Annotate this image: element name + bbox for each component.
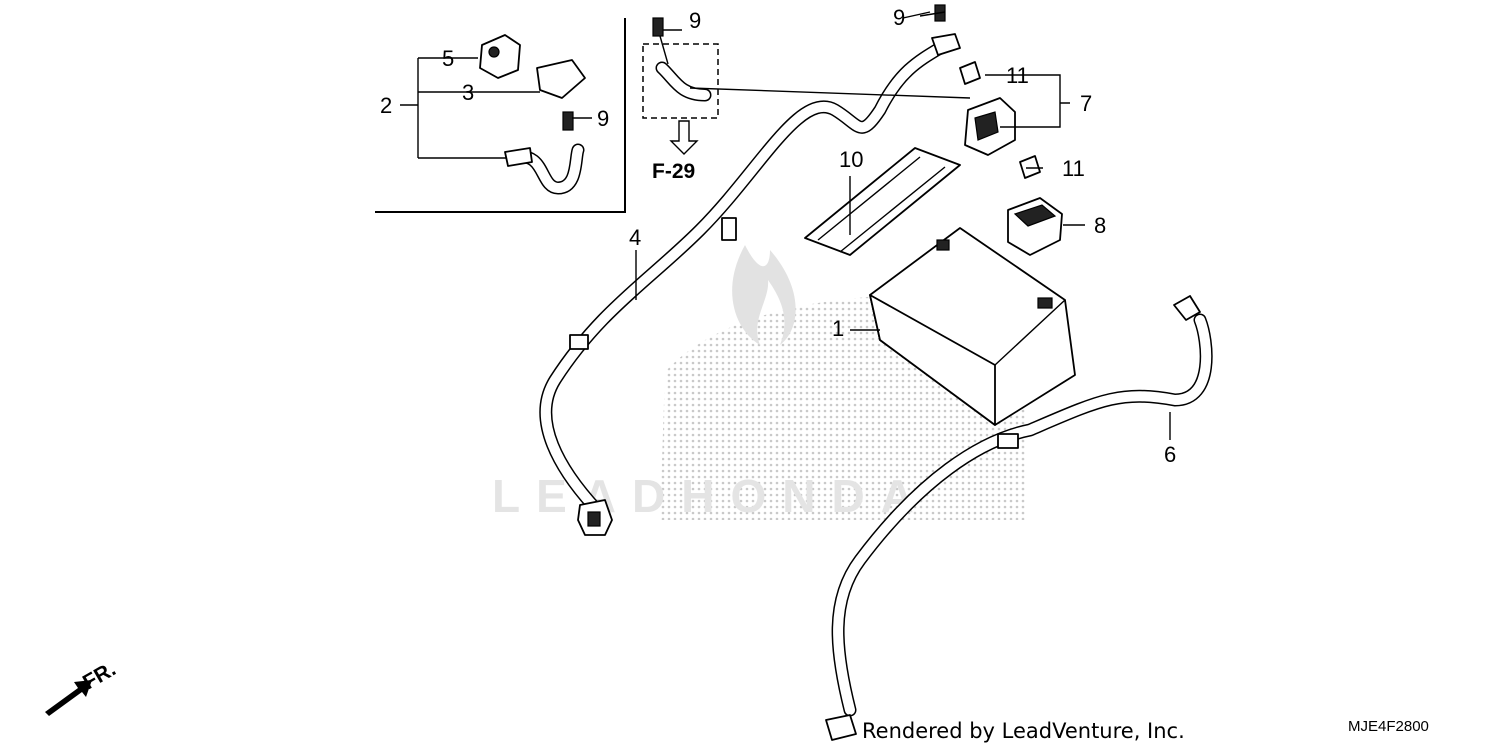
callout-11-bottom: 11 [1062, 156, 1085, 181]
watermark-text: LEADHONDA [492, 470, 930, 522]
battery-cable [825, 295, 1213, 741]
relay-holder [1007, 197, 1063, 256]
battery [869, 227, 1076, 426]
starter-relay [959, 61, 1041, 179]
callout-9-top: 9 [893, 5, 905, 30]
callout-9-reference: 9 [689, 8, 701, 33]
callout-11-top: 11 [1006, 63, 1029, 88]
bolt-inset [562, 111, 592, 131]
callout-5: 5 [442, 46, 454, 71]
reference-label: F-29 [652, 160, 695, 183]
reference-f29: F-29 [642, 17, 719, 183]
main-wire-harness [539, 4, 971, 536]
flame-watermark-icon [732, 245, 796, 345]
terminal-cap [536, 59, 586, 99]
reference-arrow-icon [669, 120, 699, 155]
callout-7: 7 [1080, 91, 1092, 116]
rendered-by-credit: Rendered by LeadVenture, Inc. [862, 719, 1185, 743]
callout-2: 2 [380, 93, 392, 118]
callout-4: 4 [629, 225, 641, 250]
callout-10: 10 [839, 147, 863, 172]
front-direction: FR. [45, 657, 120, 716]
front-arrow-icon [45, 680, 92, 716]
callout-9-inset: 9 [597, 106, 609, 131]
callout-6: 6 [1164, 442, 1176, 467]
battery-terminal-cover [479, 34, 521, 79]
battery-band [804, 147, 961, 256]
callout-3: 3 [462, 80, 474, 105]
callout-8: 8 [1094, 213, 1106, 238]
diagram-code: MJE4F2800 [1348, 718, 1429, 735]
leader-lines [635, 11, 1171, 440]
inset-panel [375, 18, 626, 213]
callout-1: 1 [832, 316, 844, 341]
